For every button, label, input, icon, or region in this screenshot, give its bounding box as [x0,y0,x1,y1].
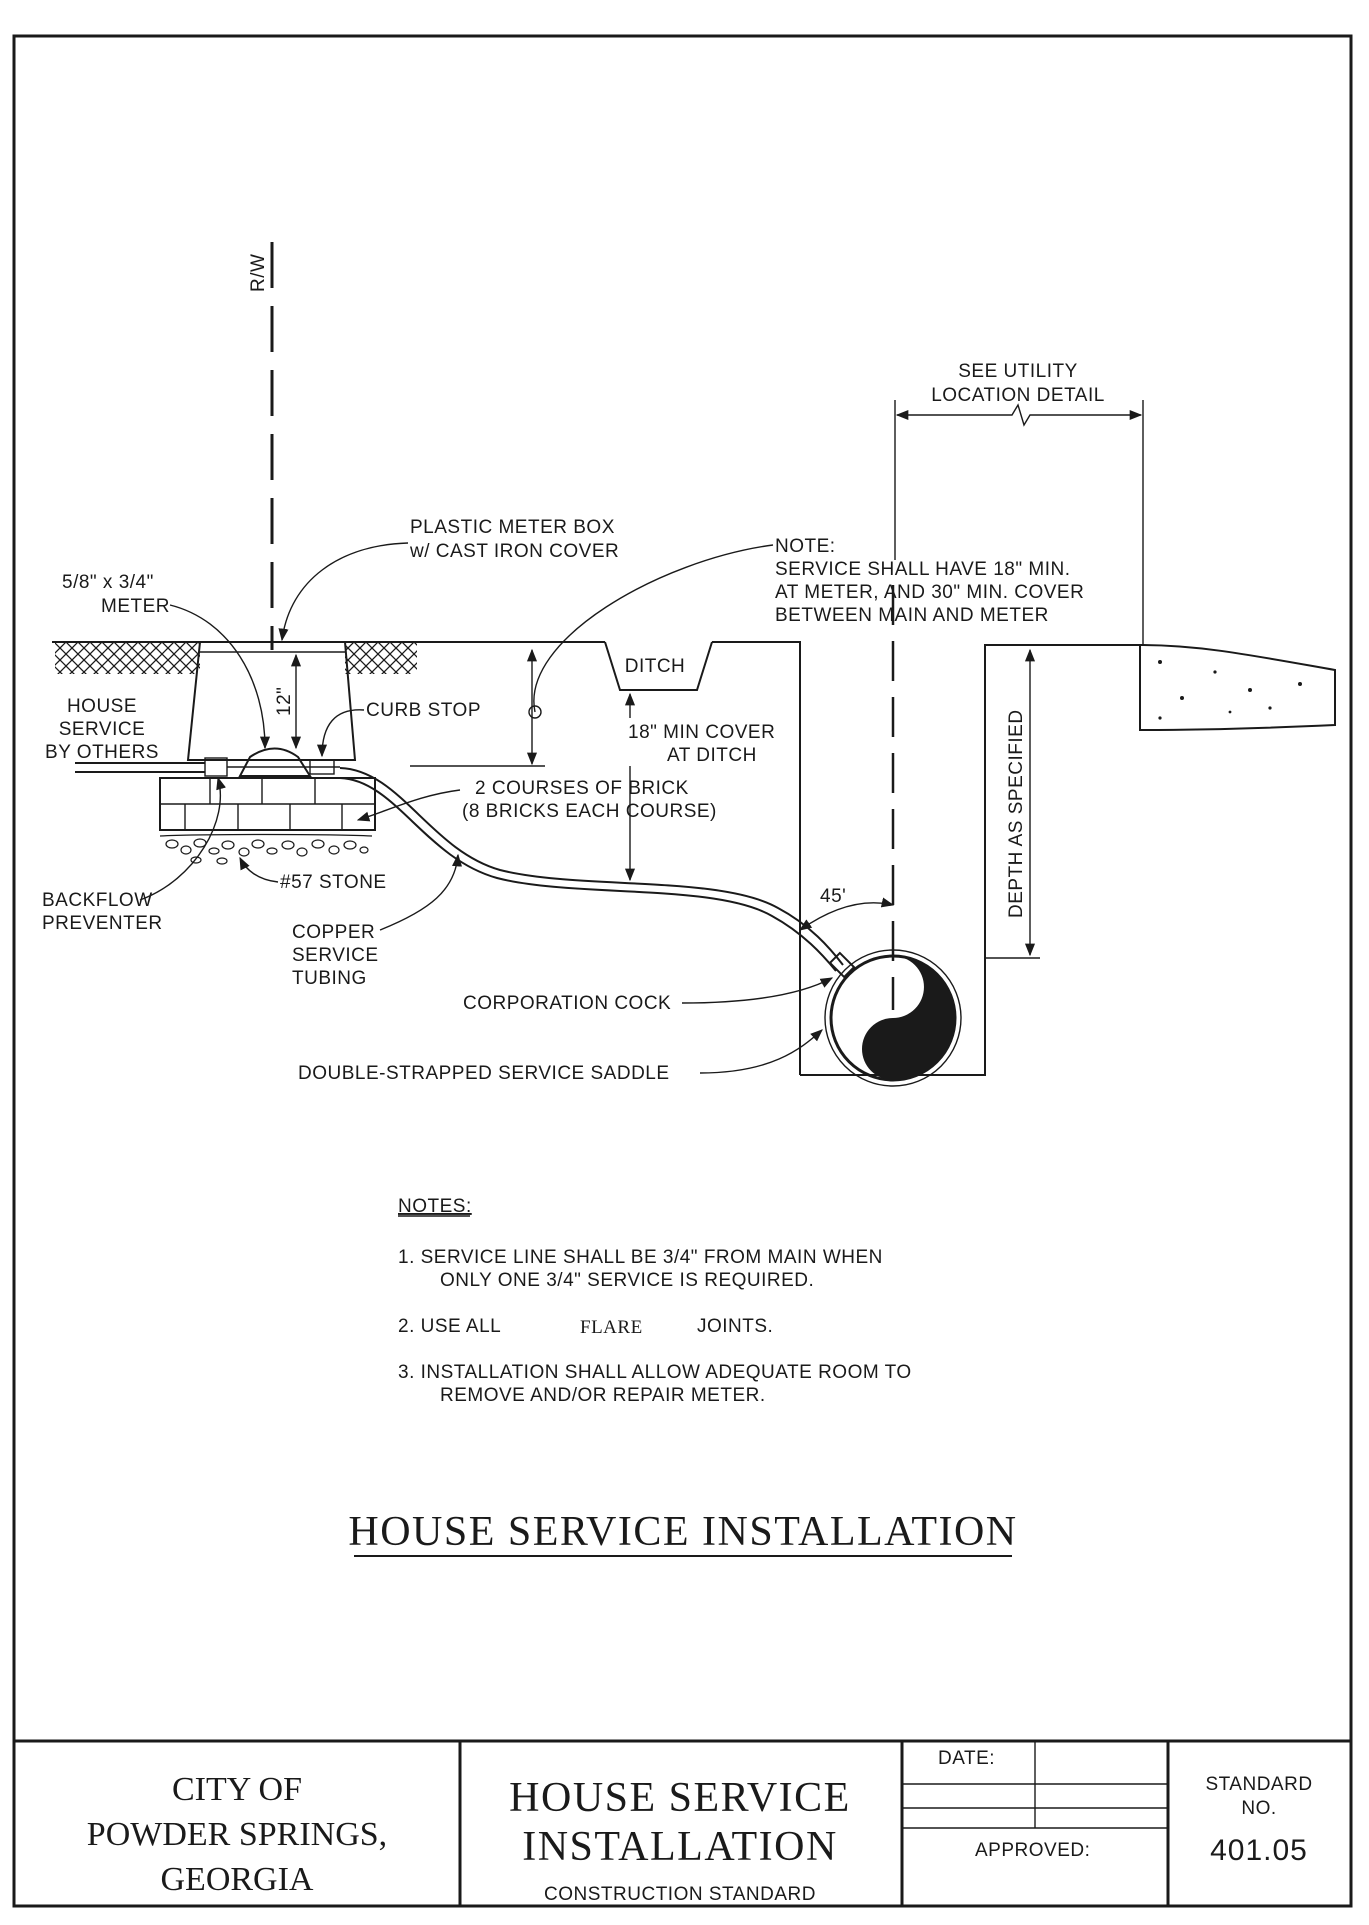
date-label: DATE: [938,1748,995,1769]
brick-label-line1: 2 COURSES OF BRICK [475,778,689,799]
angle-arc [798,897,895,931]
note-2-part2: FLARE [580,1317,643,1338]
note-1-line1: 1. SERVICE LINE SHALL BE 3/4" FROM MAIN … [398,1247,883,1268]
backflow-label-line1: BACKFLOW [42,890,153,911]
service-installation-diagram: R/W 12" [42,242,1336,1087]
utility-dimension-line [895,403,1143,427]
min-cover-label-box [625,718,795,766]
rw-label: R/W [248,254,269,292]
copper-label-line3: TUBING [292,968,367,989]
copper-service-tubing-inner [339,777,837,972]
stone-leader [239,856,279,883]
house-service-line2: SERVICE [59,719,146,740]
ditch-outline [604,641,713,691]
gravel-bed [159,833,373,865]
min-cover-line1: 18" MIN COVER [628,722,775,743]
copper-label-line1: COPPER [292,922,375,943]
note-3-line2: REMOVE AND/OR REPAIR METER. [440,1385,766,1406]
note-leader-end [528,705,542,719]
standard-number: 401.05 [1210,1834,1308,1867]
note-leader [533,544,774,713]
see-utility-line1: SEE UTILITY [958,361,1078,382]
corporation-cock-leader [681,977,834,1004]
angle-label: 45' [820,886,846,907]
house-service-line3: BY OTHERS [45,742,159,763]
corporation-cock-label: CORPORATION COCK [463,993,671,1014]
water-main [824,949,962,1087]
brick-leader [356,789,461,822]
ditch-side [712,641,801,1075]
meter-box-label-line2: w/ CAST IRON COVER [409,541,619,562]
approved-label: APPROVED: [975,1840,1090,1861]
ground-hatch-left [55,642,200,674]
twelve-inch-label: 12" [274,687,295,716]
pavement-aggregate [1158,660,1302,720]
city-line3: GEORGIA [161,1861,314,1898]
ditch-label: DITCH [625,656,686,677]
meter-label-line1: 5/8" x 3/4" [62,572,154,593]
corporation-cock [828,951,856,979]
curb-stop-leader [316,709,365,758]
standard-label-line1: STANDARD [1205,1774,1312,1795]
backflow-leader [139,776,226,901]
standard-label-line2: NO. [1241,1798,1276,1819]
notes-heading: NOTES: [398,1196,472,1217]
meter-leader [169,604,271,750]
note-2-part1: 2. USE ALL [398,1316,501,1337]
ditch-label-box [620,648,690,682]
city-line1: CITY OF [172,1771,302,1808]
min-cover-line2: AT DITCH [667,745,757,766]
construction-standard-label: CONSTRUCTION STANDARD [544,1884,816,1905]
sheet-border [12,34,1353,1908]
notes-section: NOTES: 1. SERVICE LINE SHALL BE 3/4" FRO… [398,1196,912,1406]
city-line2: POWDER SPRINGS, [87,1816,387,1853]
title-block: CITY OF POWDER SPRINGS, GEORGIA HOUSE SE… [87,1741,1312,1906]
meter-box-label-line1: PLASTIC METER BOX [410,517,615,538]
see-utility-line2: LOCATION DETAIL [931,385,1105,406]
meter-box-leader [278,542,409,642]
house-service-line1: HOUSE [67,696,137,717]
meter-body [238,747,312,777]
note-2-part3: JOINTS. [697,1316,773,1337]
brick-courses [159,777,376,831]
note-1-line2: ONLY ONE 3/4" SERVICE IS REQUIRED. [440,1270,814,1291]
meter-label-line2: METER [101,596,170,617]
title-block-title-line2: INSTALLATION [522,1824,838,1870]
note-line2: SERVICE SHALL HAVE 18" MIN. [775,559,1071,580]
main-title: HOUSE SERVICE INSTALLATION [348,1509,1017,1555]
note-line1: NOTE: [775,536,836,557]
plastic-meter-box [186,641,357,761]
note-3-line1: 3. INSTALLATION SHALL ALLOW ADEQUATE ROO… [398,1362,912,1383]
curb-stop-label: CURB STOP [366,700,481,721]
saddle-leader [699,1029,823,1074]
copper-label-line2: SERVICE [292,945,379,966]
title-block-title-line1: HOUSE SERVICE [509,1775,851,1821]
main-trench [800,644,1140,1076]
stone-label: #57 STONE [280,872,387,893]
pavement-section [1139,643,1336,732]
backflow-label-line2: PREVENTER [42,913,163,934]
saddle-label: DOUBLE-STRAPPED SERVICE SADDLE [298,1063,670,1084]
copper-leader [379,853,463,931]
ground-hatch-middle [345,642,417,674]
note-line4: BETWEEN MAIN AND METER [775,605,1049,626]
note-line3: AT METER, AND 30" MIN. COVER [775,582,1084,603]
brick-label-line2: (8 BRICKS EACH COURSE) [462,801,717,822]
depth-label: DEPTH AS SPECIFIED [1006,709,1027,918]
